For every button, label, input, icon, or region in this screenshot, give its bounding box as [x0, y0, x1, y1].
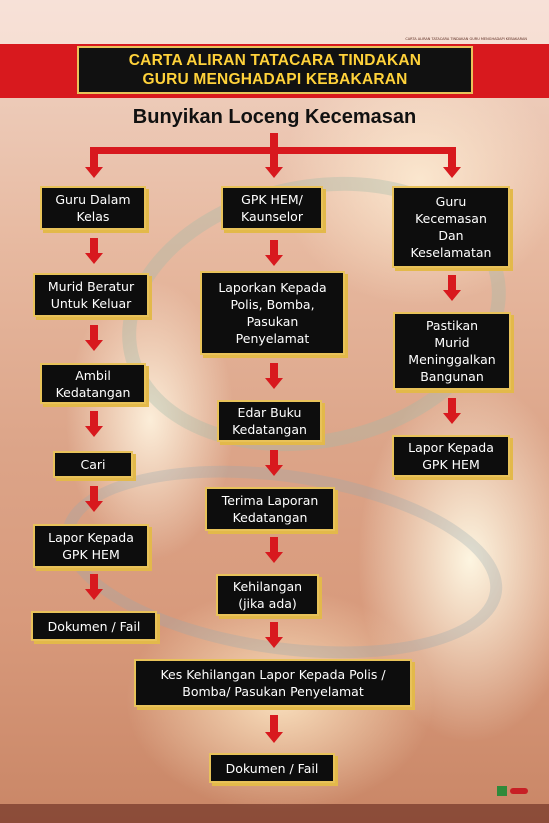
branch-connector: [448, 147, 456, 169]
top-note: CARTA ALIRAN TATACARA TINDAKAN GURU MENG…: [405, 37, 527, 41]
title-line-2: GURU MENGHADAPI KEBAKARAN: [142, 71, 408, 88]
arrow: [85, 163, 103, 185]
bottom-strip: [0, 804, 549, 823]
middle-step-3: Edar Buku Kedatangan: [217, 400, 322, 442]
title-line-1: CARTA ALIRAN TATACARA TINDAKAN: [128, 52, 422, 69]
final-step-1: Kes Kehilangan Lapor Kepada Polis / Bomb…: [134, 659, 412, 707]
arrow: [85, 574, 103, 600]
left-step-2: Murid Beratur Untuk Keluar: [33, 273, 149, 317]
arrow: [265, 537, 283, 563]
arrow: [85, 411, 103, 437]
arrow: [85, 325, 103, 351]
arrow: [265, 622, 283, 648]
arrow: [265, 363, 283, 389]
left-step-6: Dokumen / Fail: [31, 611, 157, 641]
left-step-1: Guru Dalam Kelas: [40, 186, 146, 230]
middle-step-1: GPK HEM/ Kaunselor: [221, 186, 323, 230]
middle-step-4: Terima Laporan Kedatangan: [205, 487, 335, 531]
top-strip: [0, 0, 549, 44]
arrow: [443, 275, 461, 301]
arrow: [265, 240, 283, 266]
left-step-3: Ambil Kedatangan: [40, 363, 146, 404]
arrow: [443, 163, 461, 185]
left-step-5: Lapor Kepada GPK HEM: [33, 524, 149, 568]
right-step-3: Lapor Kepada GPK HEM: [392, 435, 510, 477]
final-step-2: Dokumen / Fail: [209, 753, 335, 783]
arrow: [85, 238, 103, 264]
arrow: [265, 163, 283, 185]
start-step: Bunyikan Loceng Kecemasan: [132, 106, 417, 128]
right-step-1: Guru Kecemasan Dan Keselamatan: [392, 186, 510, 268]
arrow: [85, 486, 103, 512]
branch-connector: [270, 133, 278, 151]
branch-connector: [270, 147, 278, 169]
middle-step-2: Laporkan Kepada Polis, Bomba, Pasukan Pe…: [200, 271, 345, 355]
branch-connector: [90, 147, 98, 169]
left-step-4: Cari: [53, 451, 133, 478]
arrow: [265, 450, 283, 476]
title-box: CARTA ALIRAN TATACARA TINDAKAN GURU MENG…: [77, 46, 473, 94]
arrow: [265, 715, 283, 743]
arrow: [443, 398, 461, 424]
middle-step-5: Kehilangan (jika ada): [216, 574, 319, 616]
right-step-2: Pastikan Murid Meninggalkan Bangunan: [393, 312, 511, 390]
publisher-logo: [497, 786, 531, 796]
